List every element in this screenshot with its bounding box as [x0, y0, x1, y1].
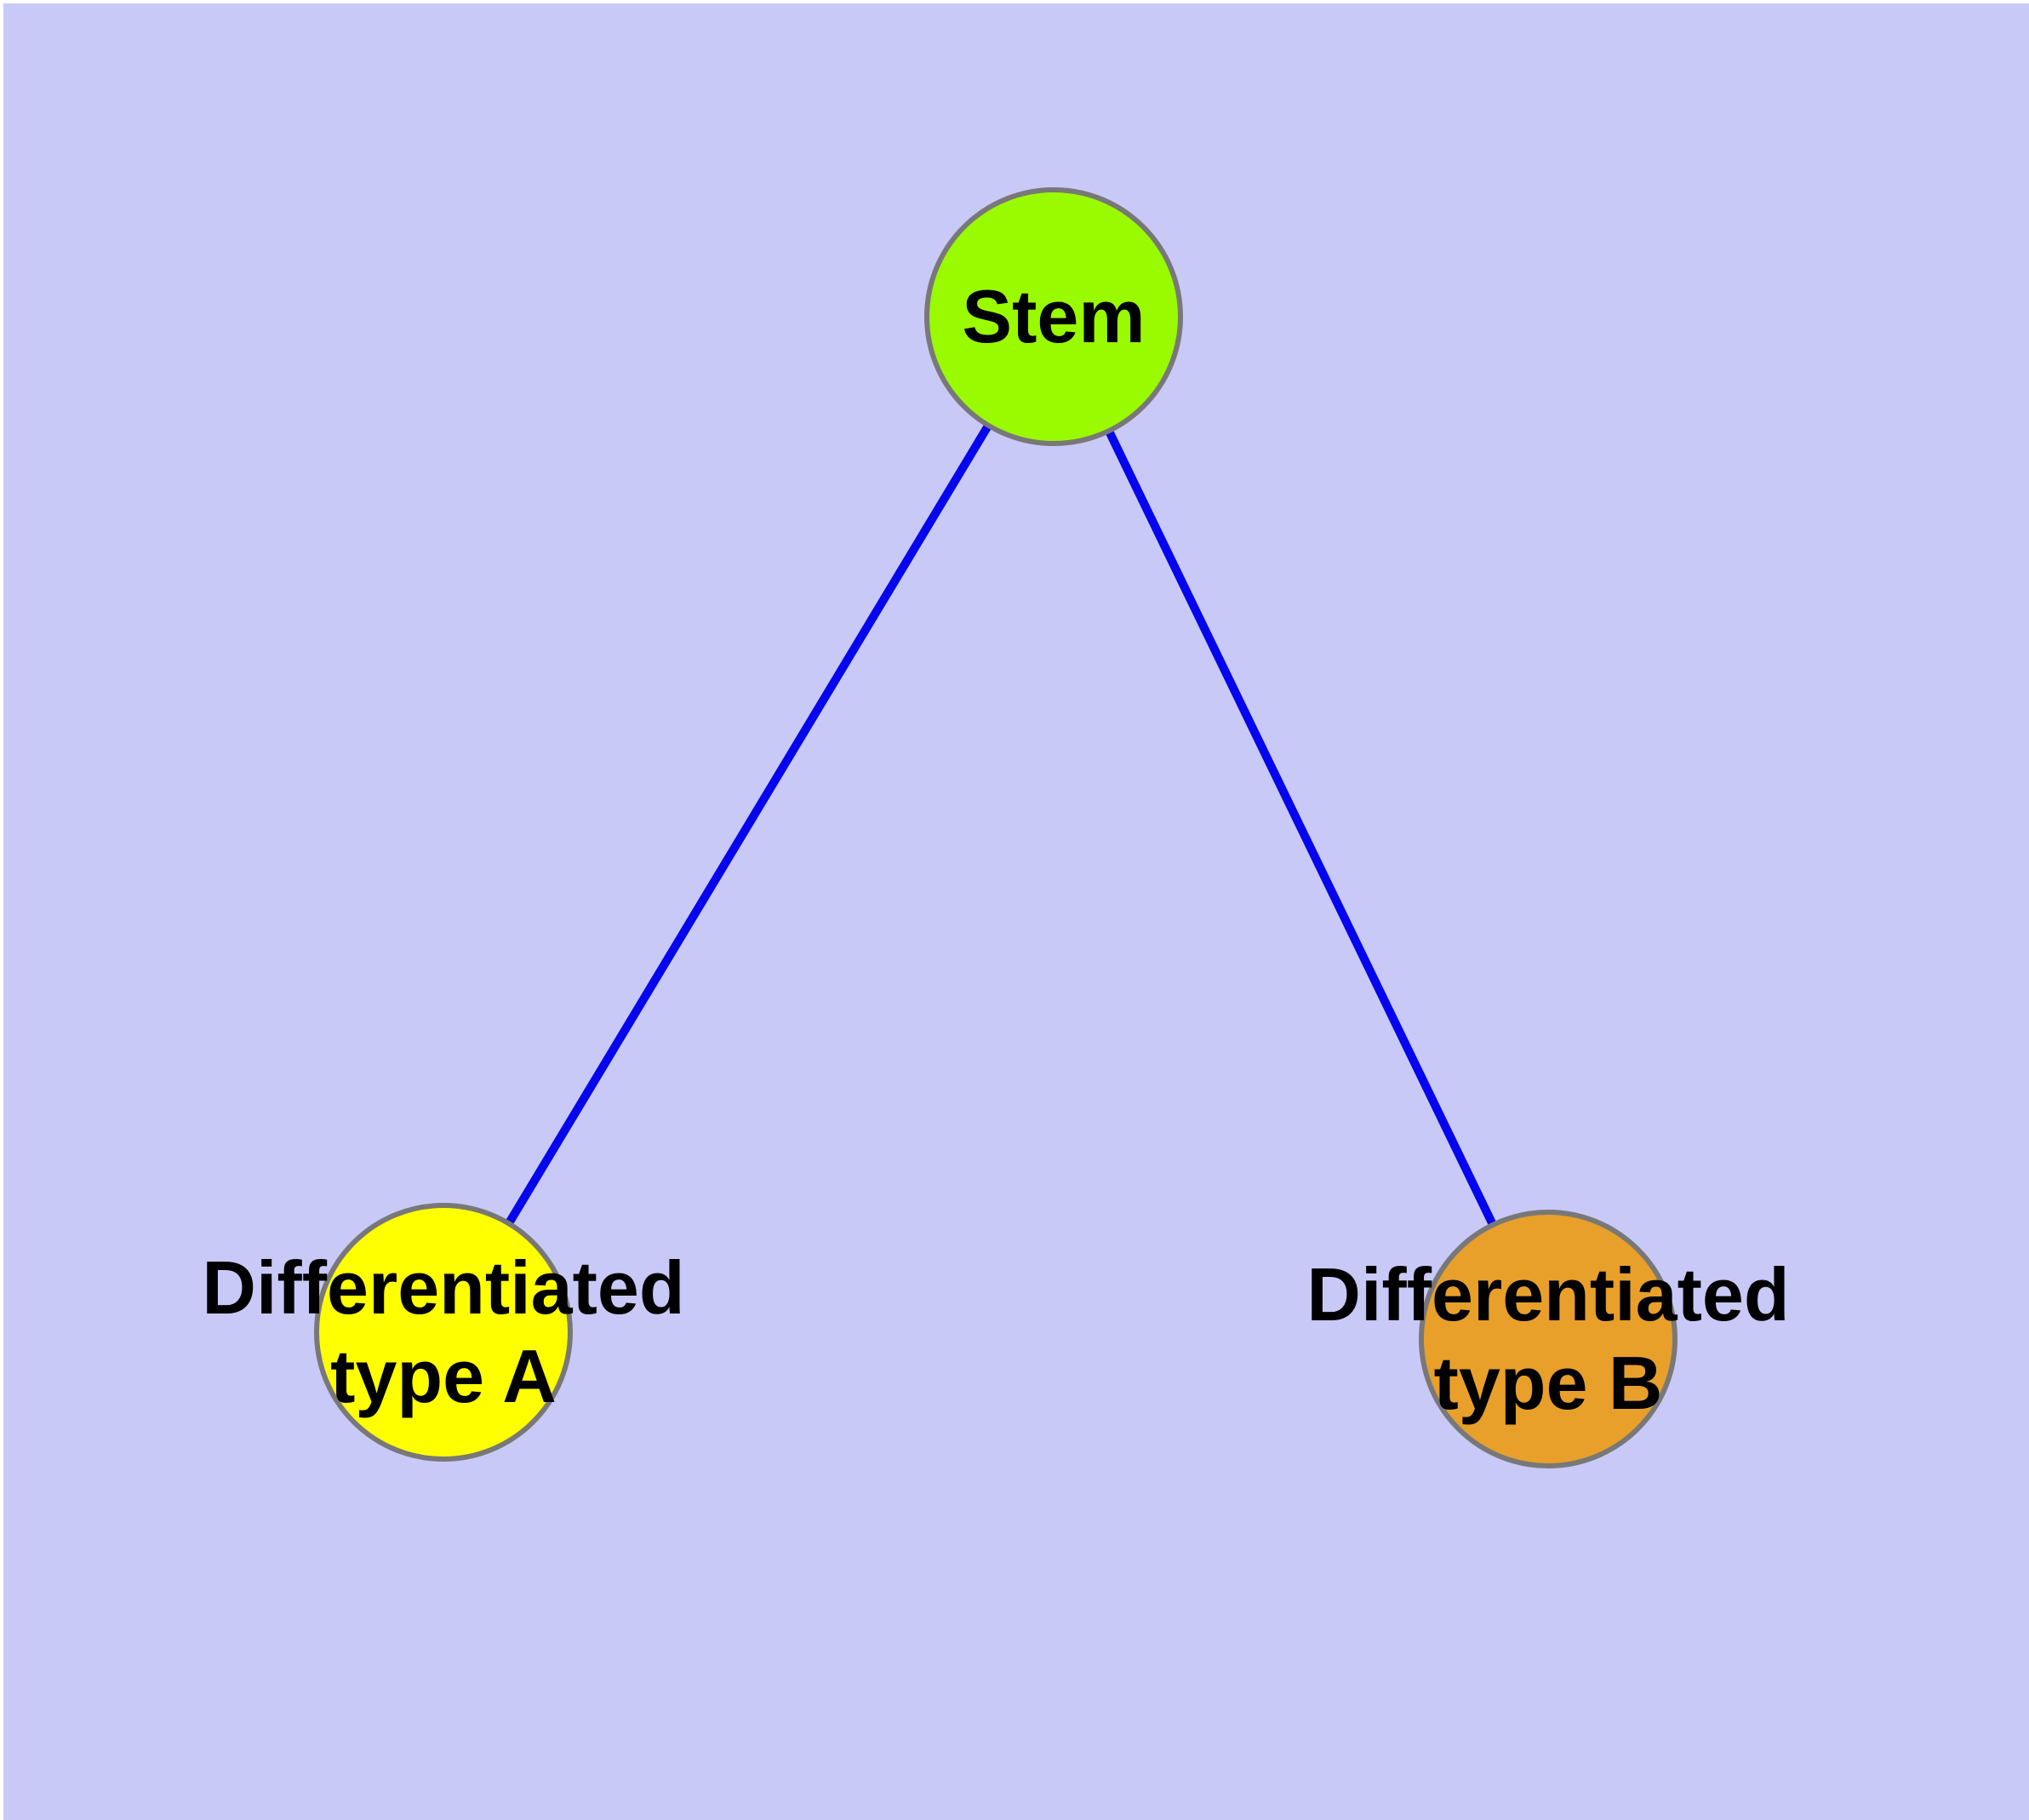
label-line: type B — [1433, 1341, 1663, 1425]
label-line: type A — [330, 1334, 557, 1418]
node-differentiated-type-b: Differentiated type B — [1306, 1210, 1790, 1468]
node-differentiated-type-a: Differentiated type A — [202, 1203, 685, 1462]
node-type-b-label: Differentiated type B — [1306, 1251, 1789, 1428]
canvas-left-margin — [0, 0, 3, 1820]
label-line: Stem — [962, 274, 1146, 359]
node-stem: Stem — [924, 187, 1183, 446]
label-line: Differentiated — [1306, 1252, 1790, 1337]
canvas-top-margin — [0, 0, 2029, 3]
label-line: Differentiated — [202, 1245, 685, 1331]
edge-stem-to-type-b — [1049, 314, 1552, 1342]
edge-stem-to-type-a — [439, 314, 1058, 1335]
node-stem-label: Stem — [962, 272, 1145, 361]
node-type-a-label: Differentiated type A — [202, 1244, 684, 1421]
